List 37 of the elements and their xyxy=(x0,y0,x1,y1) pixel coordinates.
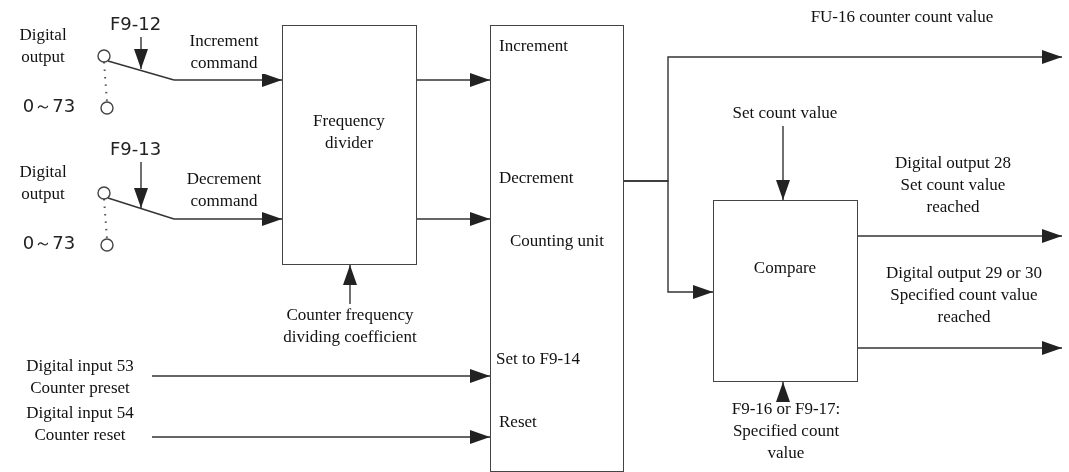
signal-label: Counter frequency dividing coefficient xyxy=(262,304,438,348)
process-box xyxy=(713,200,858,382)
arrow xyxy=(416,73,491,87)
arrow xyxy=(416,212,491,226)
signal-label: Digital output xyxy=(18,24,68,68)
arrow xyxy=(134,36,148,70)
box-text: Set to F9-14 xyxy=(496,348,581,370)
arrow xyxy=(776,381,790,402)
signal-label: F9-13 xyxy=(110,138,176,162)
signal-label: F9-16 or F9-17: Specified count value xyxy=(721,398,851,468)
switch-symbol xyxy=(97,186,175,252)
arrow xyxy=(623,180,714,299)
arrow xyxy=(151,430,491,444)
box-text: Counting unit xyxy=(509,230,605,252)
signal-label: Digital output xyxy=(18,161,68,205)
box-text: Increment xyxy=(499,35,568,57)
arrow xyxy=(857,229,1063,243)
signal-label: F9-12 xyxy=(110,13,176,37)
switch-symbol xyxy=(97,49,175,115)
signal-label: 0～73 xyxy=(21,95,77,117)
signal-label: Digital input 54 Counter reset xyxy=(8,402,152,446)
signal-label: 0～73 xyxy=(21,232,77,254)
signal-label: Digital input 53 Counter preset xyxy=(8,355,152,399)
arrow xyxy=(173,212,283,226)
arrow xyxy=(343,264,357,305)
box-text: Frequency divider xyxy=(312,110,386,154)
arrow xyxy=(776,125,790,201)
arrow xyxy=(151,369,491,383)
box-text: Compare xyxy=(752,257,818,279)
arrow xyxy=(857,341,1063,355)
process-box xyxy=(282,25,417,265)
box-text: Decrement xyxy=(499,167,574,189)
signal-label: Set count value xyxy=(715,102,855,126)
arrow xyxy=(134,161,148,209)
process-box xyxy=(490,25,624,472)
box-text: Reset xyxy=(499,411,537,433)
arrow xyxy=(173,73,283,87)
